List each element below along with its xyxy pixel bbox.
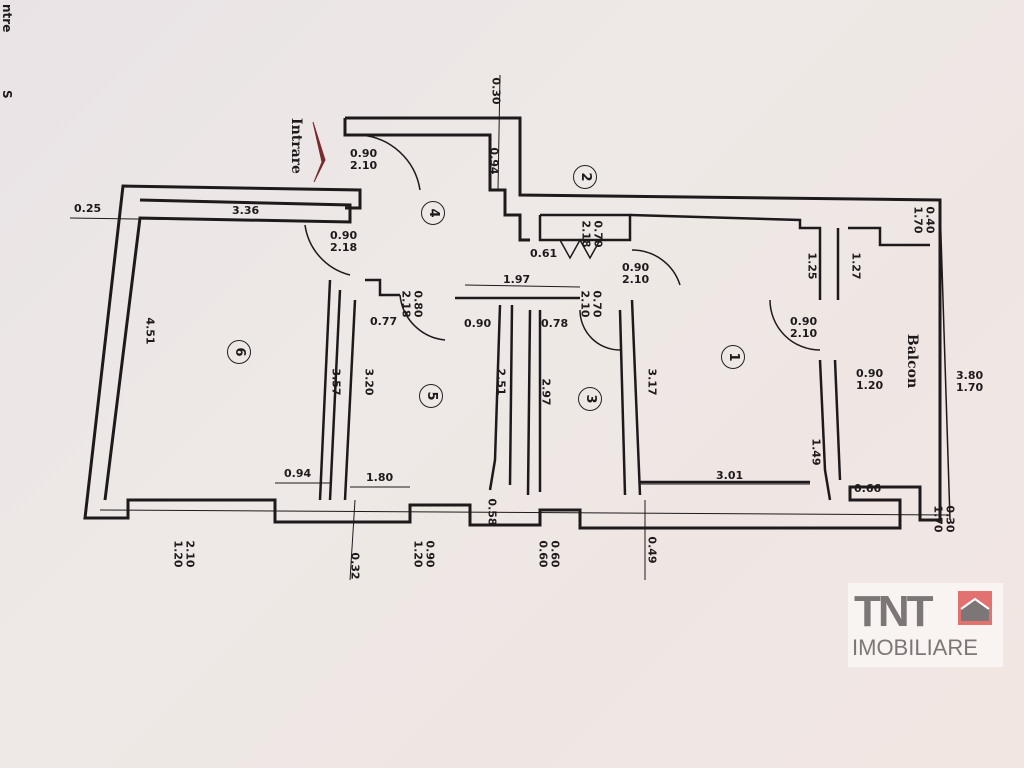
dim: 3.17 bbox=[645, 368, 659, 396]
dim: 1.25 bbox=[805, 252, 819, 280]
dim: 0.30 bbox=[489, 77, 503, 105]
dim: 0.77 bbox=[370, 315, 398, 328]
logo-brand: TNT bbox=[854, 587, 934, 636]
dim: 0.66 bbox=[854, 482, 882, 495]
door-swings bbox=[304, 134, 821, 351]
balcony-label: Balcon bbox=[904, 333, 921, 389]
entrance-arrow-icon bbox=[312, 121, 326, 183]
dim: 1.49 bbox=[809, 438, 823, 466]
room-number-6: 6 bbox=[227, 340, 251, 364]
dim: 4.51 bbox=[143, 317, 157, 345]
dim: 0.94 bbox=[487, 147, 501, 175]
dim: 0.90 bbox=[464, 317, 492, 330]
dimension-lines bbox=[69, 74, 951, 581]
dim: 0.32 bbox=[348, 552, 362, 580]
dim: 1.97 bbox=[503, 273, 531, 286]
dim: 0.25 bbox=[74, 202, 102, 215]
room-number-2: 2 bbox=[573, 165, 597, 189]
dim: 0.49 bbox=[645, 536, 659, 564]
tnt-imobiliare-logo: TNT IMOBILIARE bbox=[848, 583, 1003, 667]
dim: 2.97 bbox=[539, 378, 553, 406]
dim: 1.27 bbox=[849, 252, 863, 280]
room-number-5: 5 bbox=[419, 384, 443, 408]
entrance-label: Intrare bbox=[287, 118, 304, 174]
room-number-3: 3 bbox=[578, 387, 602, 411]
dim: 3.36 bbox=[232, 204, 260, 217]
dim: 0.58 bbox=[485, 498, 499, 526]
room-number-1: 1 bbox=[721, 345, 745, 369]
room-number-4: 4 bbox=[421, 201, 445, 225]
dim: 3.57 bbox=[329, 368, 343, 396]
dim: 0.61 bbox=[530, 247, 558, 260]
dim: 3.01 bbox=[716, 469, 744, 482]
logo-sub: IMOBILIARE bbox=[852, 635, 978, 660]
dim: 1.80 bbox=[366, 471, 394, 484]
dim: 3.20 bbox=[362, 368, 376, 396]
house-icon bbox=[958, 591, 992, 625]
dim: 0.78 bbox=[541, 317, 569, 330]
dim: 0.94 bbox=[284, 467, 312, 480]
dim: 2.51 bbox=[494, 368, 508, 396]
interior-walls bbox=[318, 204, 951, 521]
